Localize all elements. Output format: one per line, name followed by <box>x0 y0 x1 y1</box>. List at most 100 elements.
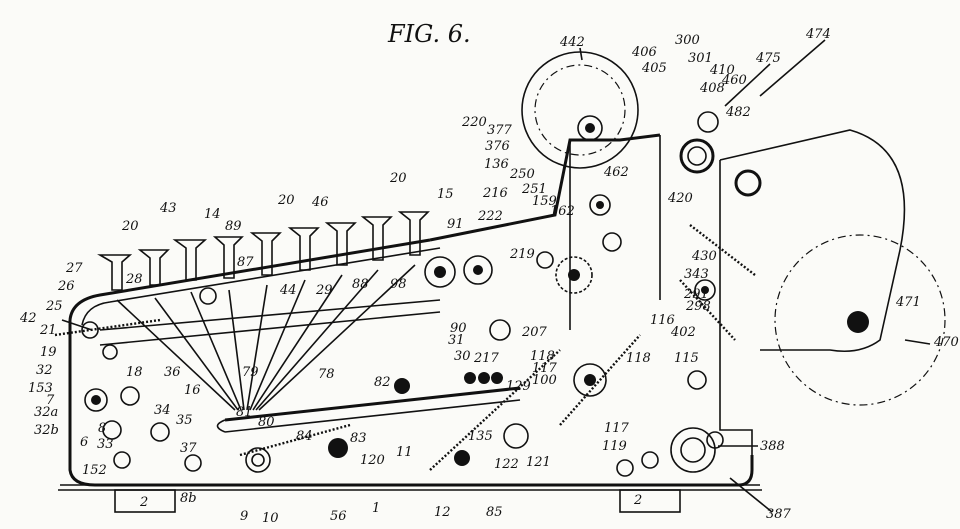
label-216: 216 <box>482 186 508 201</box>
label-470: 470 <box>933 335 959 350</box>
key-row <box>97 211 430 291</box>
label-117-b: 117 <box>604 421 630 436</box>
label-20-right: 20 <box>389 171 407 186</box>
label-20-mid: 20 <box>277 193 295 208</box>
reference-labels: 442 406 300 301 405 410 408 474 475 460 … <box>19 27 959 526</box>
label-25: 25 <box>45 299 63 314</box>
label-406: 406 <box>631 45 657 60</box>
label-482: 482 <box>725 105 751 120</box>
label-222: 222 <box>477 209 503 224</box>
label-152: 152 <box>82 463 107 478</box>
figure-title: FIG. 6. <box>387 20 471 48</box>
label-83: 83 <box>350 431 367 446</box>
label-43: 43 <box>159 201 177 216</box>
label-9: 9 <box>240 509 248 524</box>
label-12: 12 <box>434 505 451 520</box>
label-475: 475 <box>755 51 781 66</box>
label-30: 30 <box>454 349 471 364</box>
lower-linkage <box>54 224 756 471</box>
label-10: 10 <box>262 511 279 526</box>
label-153: 153 <box>28 381 53 396</box>
label-408: 408 <box>699 81 725 96</box>
base-feet <box>114 489 681 513</box>
label-471: 471 <box>895 295 921 310</box>
label-298: 298 <box>685 299 711 314</box>
main-frame <box>58 133 762 491</box>
feed-rollers <box>679 111 762 197</box>
label-159: 159 <box>532 194 557 209</box>
label-85: 85 <box>486 505 503 520</box>
label-474: 474 <box>805 27 831 42</box>
label-420: 420 <box>667 191 693 206</box>
label-18: 18 <box>126 365 143 380</box>
label-442: 442 <box>559 35 585 50</box>
label-387: 387 <box>766 507 792 522</box>
label-122: 122 <box>494 457 519 472</box>
label-14: 14 <box>204 207 221 222</box>
label-219: 219 <box>509 247 535 262</box>
label-8b: 8b <box>180 491 197 506</box>
top-wheel-442 <box>521 51 639 169</box>
label-2-right: 2 <box>633 493 642 508</box>
label-28: 28 <box>125 272 143 287</box>
label-119: 119 <box>602 439 627 454</box>
label-32b: 32b <box>34 423 59 438</box>
label-33: 33 <box>97 437 114 452</box>
label-217: 217 <box>473 351 500 366</box>
right-housing <box>719 129 946 406</box>
label-405: 405 <box>641 61 667 76</box>
label-251: 251 <box>521 182 547 197</box>
label-207: 207 <box>521 325 548 340</box>
label-100: 100 <box>532 373 557 388</box>
label-220: 220 <box>461 115 487 130</box>
label-29: 29 <box>315 283 333 298</box>
label-26: 26 <box>57 279 75 294</box>
label-462: 462 <box>603 165 629 180</box>
label-84: 84 <box>296 429 313 444</box>
label-88: 88 <box>352 277 369 292</box>
label-402: 402 <box>670 325 696 340</box>
label-162: 162 <box>550 204 575 219</box>
label-81: 81 <box>236 405 253 420</box>
label-35: 35 <box>176 413 193 428</box>
label-118-b: 118 <box>626 351 651 366</box>
label-21: 21 <box>39 323 57 338</box>
label-135: 135 <box>468 429 493 444</box>
key-levers <box>99 264 441 411</box>
label-430: 430 <box>691 249 717 264</box>
label-46: 46 <box>311 195 329 210</box>
label-410: 410 <box>709 63 735 78</box>
label-37: 37 <box>180 441 197 456</box>
label-118-a: 118 <box>530 349 555 364</box>
label-44: 44 <box>279 283 297 298</box>
label-2-left: 2 <box>139 495 148 510</box>
label-117-a: 117 <box>532 361 558 376</box>
label-376: 376 <box>485 139 510 154</box>
label-116: 116 <box>650 313 675 328</box>
label-34: 34 <box>154 403 171 418</box>
label-32a: 32a <box>34 405 58 420</box>
label-115: 115 <box>674 351 699 366</box>
label-27: 27 <box>65 261 83 276</box>
label-15: 15 <box>437 187 454 202</box>
label-80: 80 <box>258 415 275 430</box>
label-42: 42 <box>19 311 37 326</box>
label-129: 129 <box>506 379 531 394</box>
label-98: 98 <box>390 277 407 292</box>
label-89: 89 <box>225 219 242 234</box>
label-343: 343 <box>684 267 709 282</box>
label-31: 31 <box>448 333 465 348</box>
label-19: 19 <box>40 345 57 360</box>
label-1: 1 <box>372 501 380 516</box>
label-300: 300 <box>675 33 700 48</box>
gears <box>81 194 724 477</box>
label-301: 301 <box>688 51 713 66</box>
leader-lines <box>61 39 931 513</box>
label-87: 87 <box>237 255 254 270</box>
label-291: 291 <box>683 287 709 302</box>
label-6: 6 <box>80 435 88 450</box>
label-377: 377 <box>487 123 513 138</box>
label-91: 91 <box>447 217 464 232</box>
